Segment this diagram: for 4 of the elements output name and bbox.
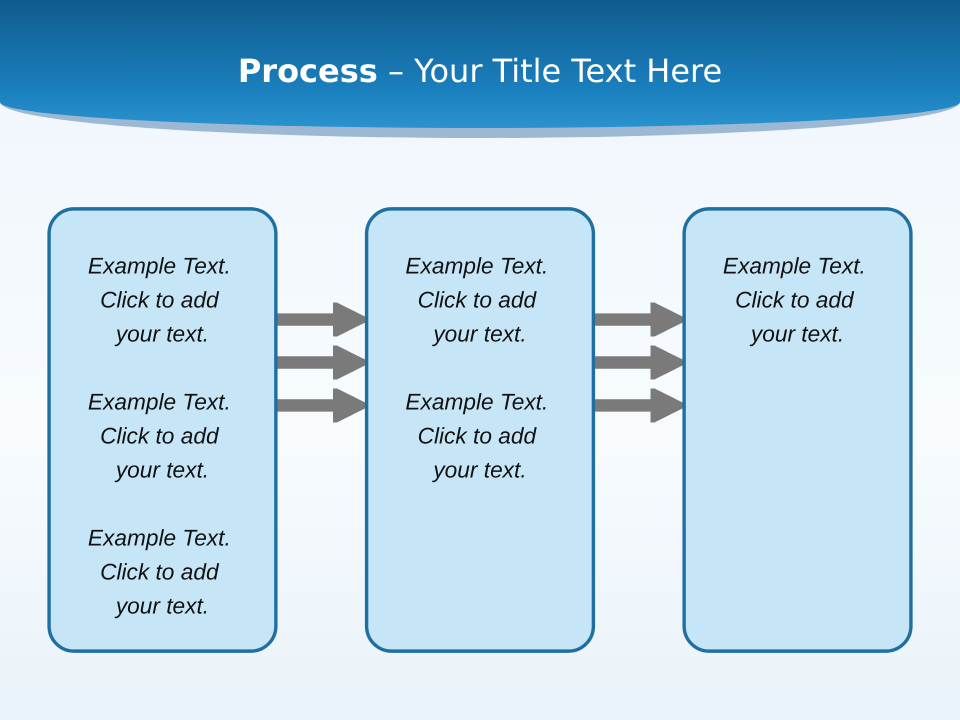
node-box: Example Text. Click to add your text. Example Text. Click to add your text. Example Text. Click to add your text. xyxy=(47,207,278,653)
node-box: Example Text. Click to add your text. xyxy=(682,207,913,653)
node-box: Example Text. Click to add your text. Example Text. Click to add your text. xyxy=(364,207,596,653)
slide-title: Process – Your Title Text Here xyxy=(236,52,724,90)
